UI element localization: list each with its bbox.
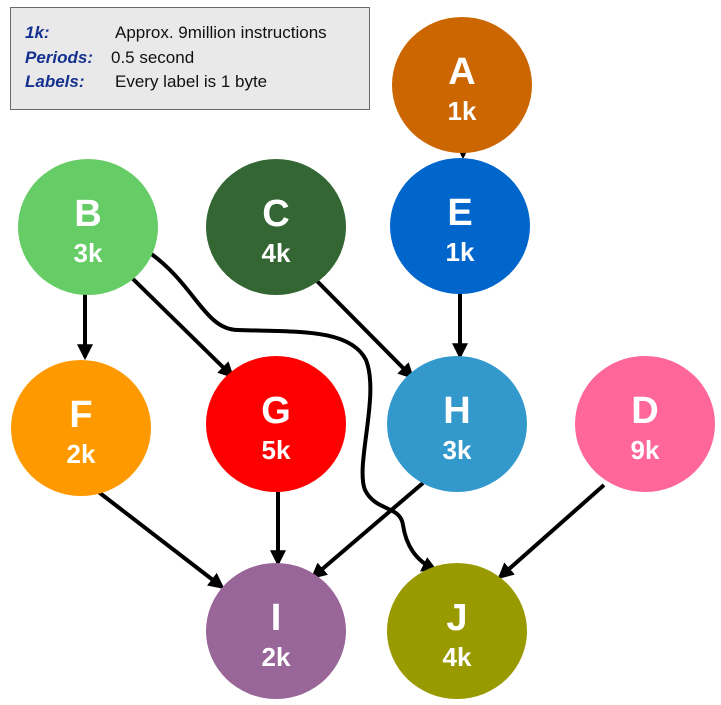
node-circle <box>387 563 527 699</box>
node-f: F2k <box>11 360 151 496</box>
node-size: 4k <box>443 642 472 672</box>
node-circle <box>18 159 158 295</box>
node-letter: H <box>443 390 470 432</box>
node-d: D9k <box>575 356 715 492</box>
legend-value: Every label is 1 byte <box>115 72 268 91</box>
node-circle <box>206 356 346 492</box>
node-letter: E <box>447 192 472 234</box>
node-h: H3k <box>387 356 527 492</box>
node-letter: I <box>271 597 282 639</box>
node-letter: A <box>448 51 475 93</box>
legend-row-unit: 1k: Approx. 9million instructions <box>25 23 327 43</box>
node-size: 2k <box>67 439 96 469</box>
edge-f-to-i <box>94 488 225 589</box>
node-size: 3k <box>443 435 472 465</box>
node-size: 3k <box>74 238 103 268</box>
node-circle <box>392 17 532 153</box>
legend-key: Labels: <box>25 72 85 91</box>
node-size: 1k <box>448 96 477 126</box>
node-size: 4k <box>262 238 291 268</box>
node-letter: C <box>262 193 289 235</box>
node-circle <box>206 159 346 295</box>
legend-value: Approx. 9million instructions <box>115 23 327 42</box>
node-size: 1k <box>446 237 475 267</box>
node-j: J4k <box>387 563 527 699</box>
legend-row-labels: Labels: Every label is 1 byte <box>25 72 267 92</box>
node-circle <box>390 158 530 294</box>
node-circle <box>575 356 715 492</box>
edges-layer <box>77 138 606 589</box>
node-letter: B <box>74 193 101 235</box>
edge-b-to-g <box>130 276 235 379</box>
node-size: 5k <box>262 435 291 465</box>
node-circle <box>11 360 151 496</box>
edge-h-to-i <box>310 481 425 580</box>
legend-value: 0.5 second <box>111 48 195 67</box>
legend-key: Periods: <box>25 48 94 67</box>
node-letter: F <box>69 394 92 436</box>
edge-c-to-h <box>311 275 415 380</box>
edge-d-to-j <box>497 483 606 580</box>
node-letter: D <box>631 390 658 432</box>
node-c: C4k <box>206 159 346 295</box>
node-e: E1k <box>390 158 530 294</box>
legend-row-periods: Periods: 0.5 second <box>25 48 194 68</box>
node-circle <box>387 356 527 492</box>
legend-key: 1k: <box>25 23 50 42</box>
node-letter: G <box>261 390 291 432</box>
node-b: B3k <box>18 159 158 295</box>
node-i: I2k <box>206 563 346 699</box>
node-a: A1k <box>392 17 532 153</box>
legend-box: 1k: Approx. 9million instructions Period… <box>10 7 370 110</box>
node-size: 9k <box>631 435 660 465</box>
edge-b-to-j <box>148 251 438 572</box>
node-circle <box>206 563 346 699</box>
node-size: 2k <box>262 642 291 672</box>
node-letter: J <box>446 597 467 639</box>
node-g: G5k <box>206 356 346 492</box>
